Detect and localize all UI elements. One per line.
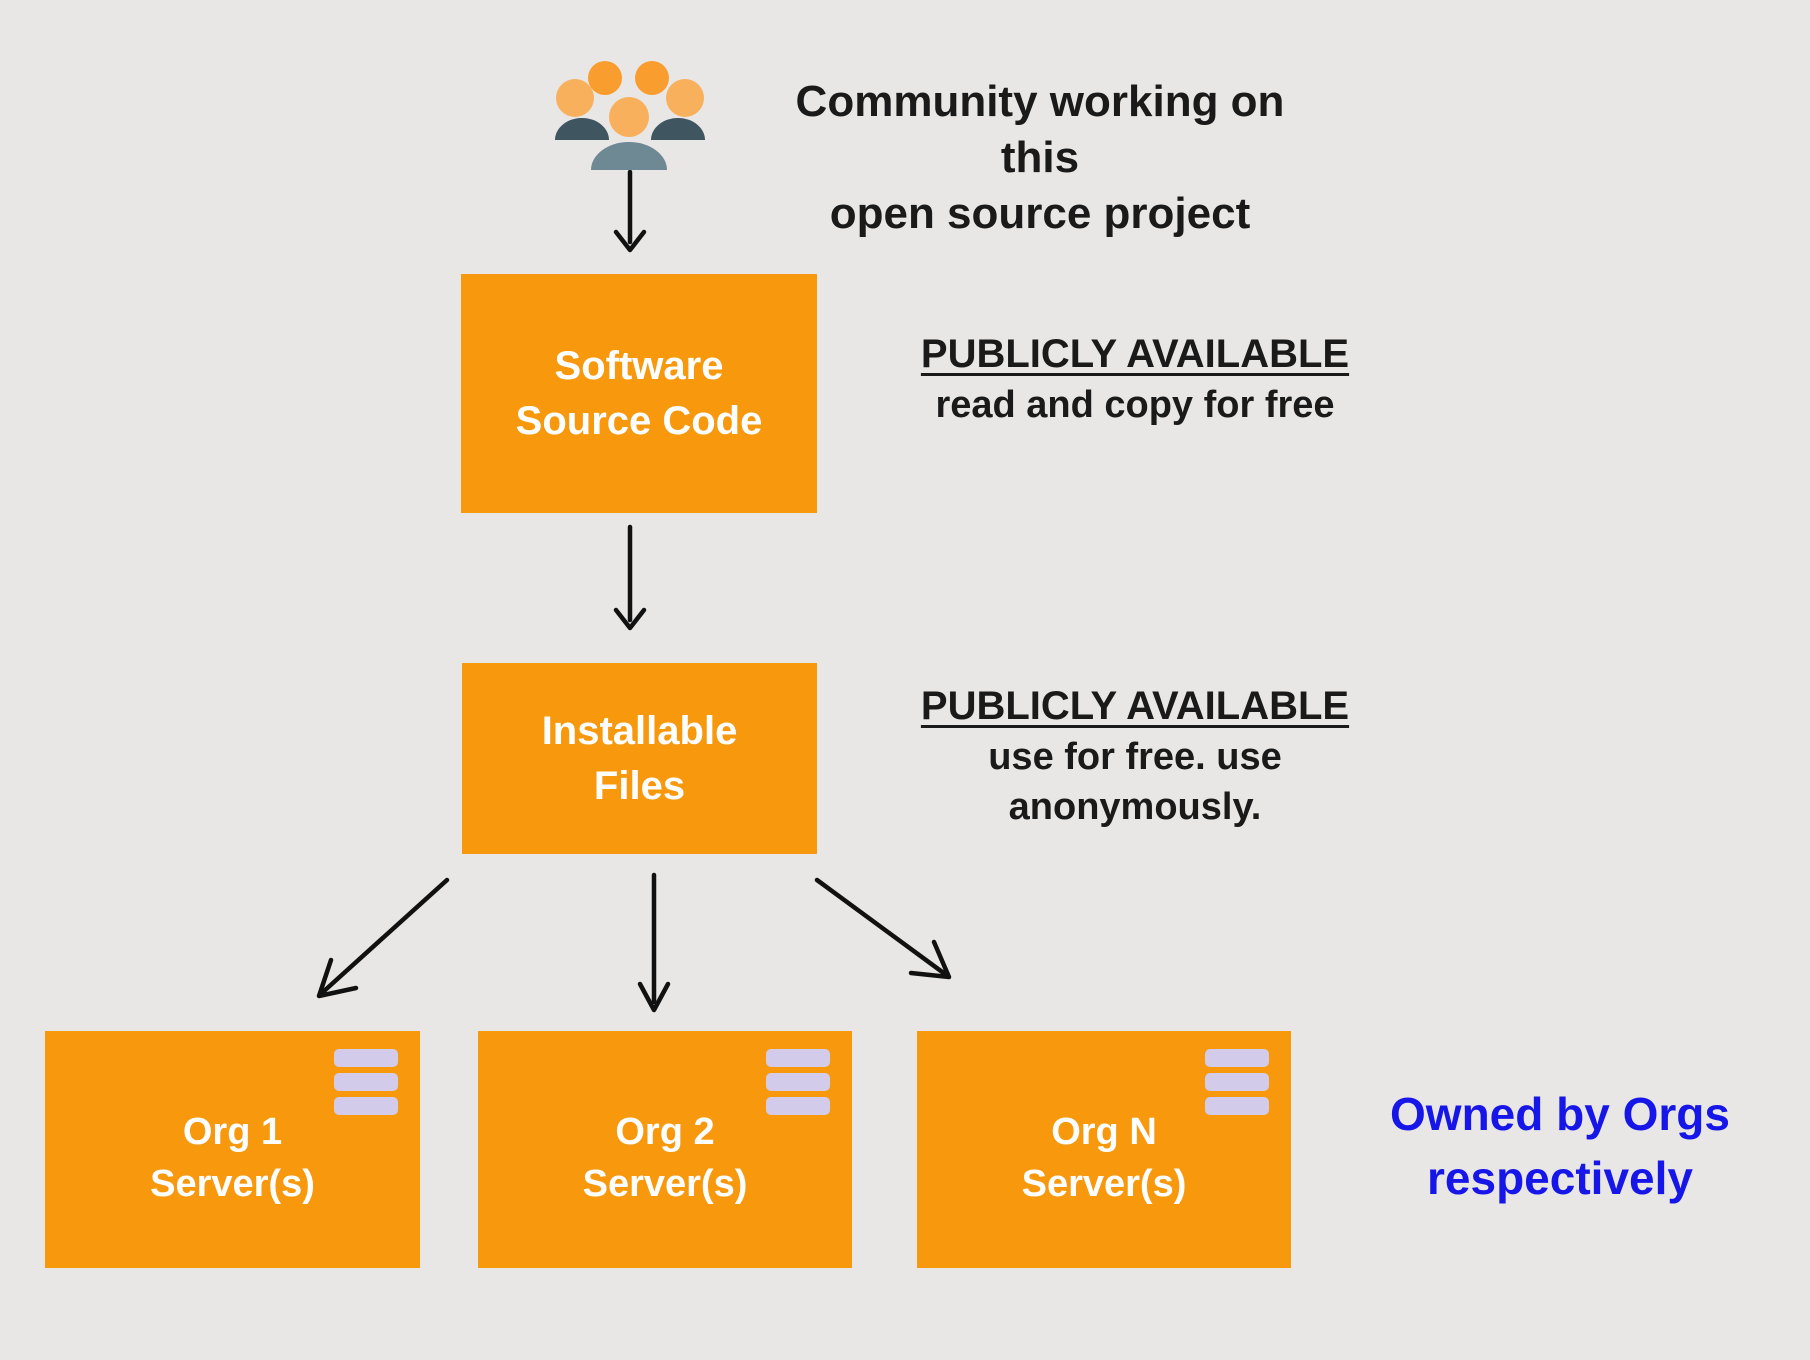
org-2-label: Org 2 Server(s) <box>583 1106 748 1210</box>
files-box-line-2: Files <box>593 763 686 808</box>
source-box-line-2: Source Code <box>515 398 763 443</box>
header-line-2: open source project <box>829 189 1251 238</box>
org-2-line-2: Server(s) <box>582 1162 748 1205</box>
org-1-line-2: Server(s) <box>150 1162 315 1205</box>
source-availability-note: PUBLICLY AVAILABLE read and copy for fre… <box>900 328 1370 430</box>
files-note-heading: PUBLICLY AVAILABLE <box>920 684 1350 728</box>
software-source-code-box: Software Source Code <box>461 274 817 513</box>
ownership-note-line-1: Owned by Orgs <box>1390 1088 1730 1140</box>
source-box-line-1: Software <box>554 343 724 388</box>
arrow-diagonal-down-left-icon <box>316 877 450 999</box>
installable-files-box: Installable Files <box>462 663 817 854</box>
source-note-heading: PUBLICLY AVAILABLE <box>920 332 1350 376</box>
org-2-server-box: Org 2 Server(s) <box>478 1031 852 1268</box>
org-n-server-box: Org N Server(s) <box>917 1031 1291 1268</box>
org-1-server-box: Org 1 Server(s) <box>45 1031 420 1268</box>
header-text: Community working on this open source pr… <box>760 74 1320 242</box>
files-note-body-line-1: use for free. use <box>988 736 1282 778</box>
org-n-line-1: Org N <box>1051 1110 1157 1153</box>
arrow-down-icon <box>613 524 647 631</box>
org-2-line-1: Org 2 <box>615 1110 715 1153</box>
files-box-line-1: Installable <box>541 708 738 753</box>
files-availability-note: PUBLICLY AVAILABLE use for free. use ano… <box>900 680 1370 832</box>
arrow-down-icon <box>637 872 671 1013</box>
community-people-icon <box>555 61 705 170</box>
org-n-line-2: Server(s) <box>1021 1162 1187 1205</box>
arrow-diagonal-down-right-icon <box>814 877 952 980</box>
org-1-line-1: Org 1 <box>182 1110 283 1153</box>
server-icon <box>766 1049 830 1115</box>
ownership-note-line-2: respectively <box>1427 1152 1693 1204</box>
ownership-note: Owned by Orgs respectively <box>1330 1082 1790 1210</box>
server-icon <box>1205 1049 1269 1115</box>
source-note-body: read and copy for free <box>935 384 1335 426</box>
org-1-label: Org 1 Server(s) <box>150 1106 315 1210</box>
org-n-label: Org N Server(s) <box>1022 1106 1187 1210</box>
files-note-body-line-2: anonymously. <box>1008 786 1262 828</box>
header-line-1: Community working on this <box>795 77 1285 182</box>
server-icon <box>334 1049 398 1115</box>
arrow-down-icon <box>613 170 647 253</box>
